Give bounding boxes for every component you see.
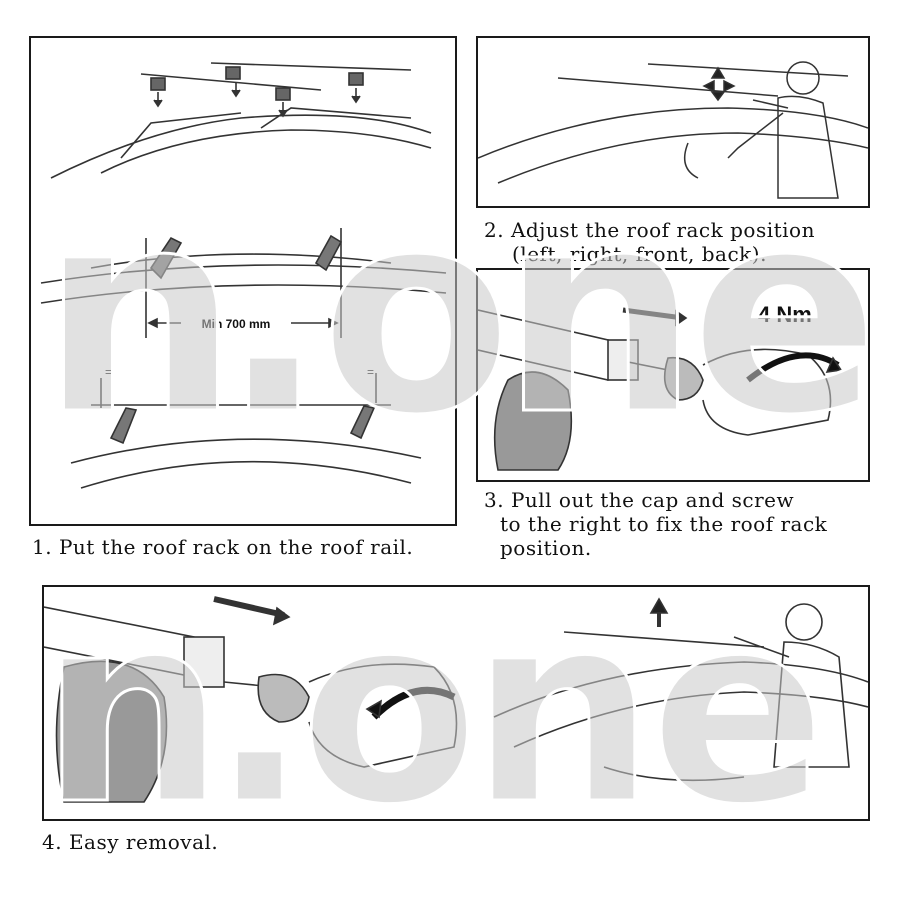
step-3-line-2: to the right to fix the roof rack	[500, 512, 828, 536]
equal-mark-right: =	[367, 365, 374, 379]
step-2-line-1: 2. Adjust the roof rack position	[484, 218, 815, 242]
panel-step-3: 4 Nm	[476, 268, 870, 482]
roof-rack-placement-illustration: Min 700 mm = =	[40, 62, 447, 489]
step-1-caption: 1. Put the roof rack on the roof rail.	[32, 535, 413, 559]
step-4-caption: 4. Easy removal.	[42, 830, 218, 854]
step-2-caption: 2. Adjust the roof rack position (left, …	[484, 218, 815, 266]
min-distance-label: Min 700 mm	[202, 317, 271, 331]
panel-step-4	[42, 585, 870, 821]
step-1-line-1: 1. Put the roof rack on the roof rail.	[32, 535, 414, 559]
removal-illustration	[44, 596, 868, 803]
adjust-position-illustration	[478, 61, 868, 199]
step-4-line-1: 4. Easy removal.	[42, 830, 219, 854]
fix-position-illustration: 4 Nm	[478, 302, 843, 471]
step-3-line-3: position.	[500, 536, 592, 560]
step-3-caption: 3. Pull out the cap and screw to the rig…	[484, 488, 827, 560]
equal-mark-left: =	[105, 365, 112, 379]
step-2-line-2: (left, right, front, back).	[512, 242, 767, 266]
torque-label: 4 Nm	[758, 302, 812, 327]
step-3-line-1: 3. Pull out the cap and screw	[484, 488, 795, 512]
panel-step-2	[476, 36, 870, 208]
panel-step-1: Min 700 mm = =	[29, 36, 457, 526]
